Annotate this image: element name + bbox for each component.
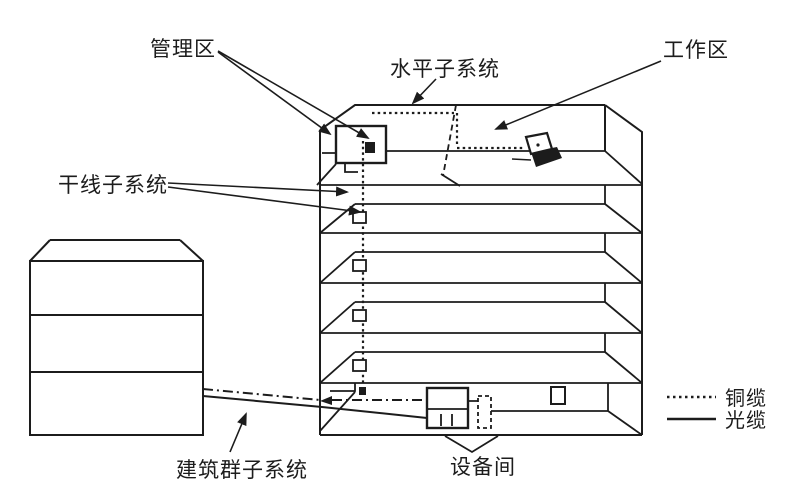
equipment-cabinet-detail (427, 400, 478, 426)
left-building (29, 239, 204, 436)
callout-arrows (167, 50, 662, 453)
distribution-box (352, 259, 367, 272)
slab-front-lines (320, 184, 642, 384)
equipment-room (319, 383, 643, 454)
computer-icon (511, 131, 562, 167)
legend-fiber-label: 光缆 (725, 408, 767, 432)
arrow-backbone-subsystem-1 (167, 182, 349, 197)
equipment-cabinet-icon (425, 386, 470, 430)
label-work-area: 工作区 (663, 38, 729, 62)
slab-back-lines (355, 203, 605, 353)
label-horizontal-subsystem: 水平子系统 (390, 57, 500, 81)
arrow-management-area-1 (217, 51, 332, 136)
wall-outlet-icon (359, 387, 366, 395)
campus-fiber-cable (202, 395, 428, 419)
arrow-management-area-2 (217, 50, 370, 140)
distribution-box (352, 359, 367, 372)
legend-copper-label: 铜缆 (725, 386, 767, 410)
legend: 铜缆 光缆 (667, 386, 767, 432)
monitor-icon (524, 131, 554, 156)
cable-entry-arrowhead (320, 396, 332, 405)
horizontal-subsystem-cable (372, 111, 523, 150)
top-floor (316, 104, 643, 187)
slab-right-diagonals (604, 203, 643, 384)
arrow-horizontal-subsystem (411, 78, 437, 105)
distribution-box (352, 309, 367, 322)
label-backbone-subsystem: 干线子系统 (58, 173, 168, 197)
computer-cable-line (511, 158, 532, 161)
equipment-room-pointer (444, 435, 499, 454)
arrow-work-area (494, 60, 662, 130)
label-campus-subsystem: 建筑群子系统 (176, 458, 308, 482)
side-device-icon (550, 386, 566, 405)
top-floor-walls (316, 150, 643, 187)
management-room-box (334, 124, 388, 165)
campus-copper-cable (202, 388, 427, 401)
campus-cables (202, 388, 428, 419)
left-building-outline (29, 239, 204, 436)
monitor-dot (536, 143, 540, 147)
floor-distribution-boxes (352, 211, 367, 372)
label-management-area: 管理区 (150, 37, 216, 61)
patch-panel-icon (365, 142, 375, 153)
slab-left-diagonals (319, 203, 356, 384)
ground-floor-lines (319, 383, 643, 436)
arrow-backbone-subsystem-2 (167, 186, 362, 216)
floor-slabs (319, 184, 643, 384)
work-area-hidden-partition (442, 104, 457, 177)
label-equipment-room: 设备间 (450, 455, 516, 479)
distribution-box (352, 211, 367, 224)
arrow-campus-subsystem (229, 412, 247, 453)
hidden-rack-icon (477, 395, 492, 429)
